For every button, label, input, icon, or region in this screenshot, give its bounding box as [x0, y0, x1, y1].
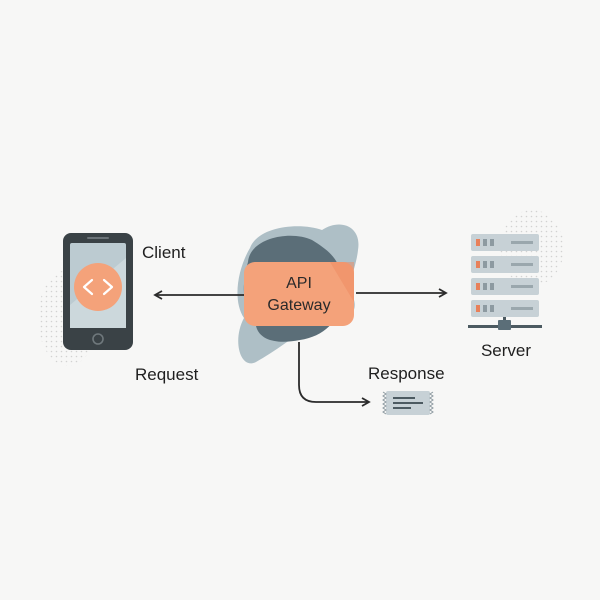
- api-gateway-node: API Gateway: [244, 262, 354, 326]
- server-label: Server: [481, 341, 531, 360]
- document-icon: [382, 391, 434, 415]
- gateway-label-line2: Gateway: [267, 297, 330, 314]
- request-label: Request: [135, 365, 199, 384]
- response-label: Response: [368, 364, 445, 383]
- response-arrow: [298, 342, 371, 407]
- server-rack-icon: [468, 234, 542, 330]
- code-brackets-icon: [74, 263, 122, 311]
- client-label: Client: [142, 243, 186, 262]
- gateway-label-line1: API: [286, 275, 312, 292]
